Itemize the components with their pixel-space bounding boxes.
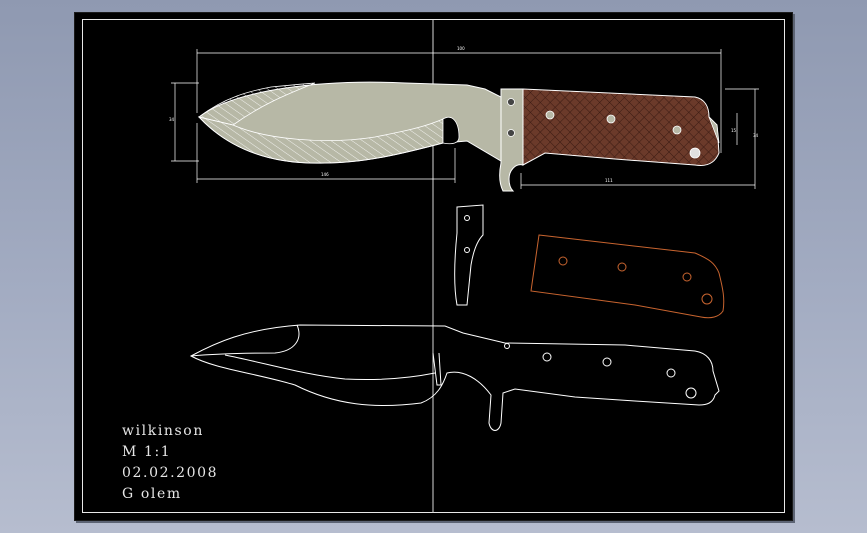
- pin-hole-icon: [507, 129, 515, 137]
- bolster: [499, 88, 524, 192]
- knife-outline-view: [189, 324, 720, 431]
- handle-scale: [522, 88, 720, 166]
- title-block-name: wilkinson: [122, 423, 204, 439]
- pin-hole-icon: [507, 98, 515, 106]
- knife-drawing: 100 146 111 34 15 34: [169, 20, 759, 513]
- handle-scale-outline: [530, 234, 725, 319]
- pin-hole-icon: [672, 125, 682, 135]
- svg-text:15: 15: [731, 128, 737, 133]
- svg-text:111: 111: [605, 178, 613, 183]
- title-block-date: 02.02.2008: [122, 465, 219, 481]
- bolster-outline: [454, 204, 484, 306]
- pin-hole-icon: [545, 110, 555, 120]
- svg-text:146: 146: [321, 172, 329, 177]
- pin-hole-icon: [606, 114, 616, 124]
- svg-text:34: 34: [753, 133, 759, 138]
- knife-side-view: 100 146 111 34 15 34: [169, 46, 759, 192]
- blade-swage-hatch: [198, 82, 316, 126]
- drawing-sheet: 100 146 111 34 15 34: [74, 12, 793, 521]
- dimension-lines: [171, 49, 759, 189]
- svg-text:100: 100: [457, 46, 465, 51]
- svg-text:34: 34: [169, 117, 175, 122]
- title-block-author: G olem: [122, 486, 182, 502]
- title-block-scale: M 1:1: [122, 444, 172, 460]
- lanyard-hole-icon: [689, 147, 701, 159]
